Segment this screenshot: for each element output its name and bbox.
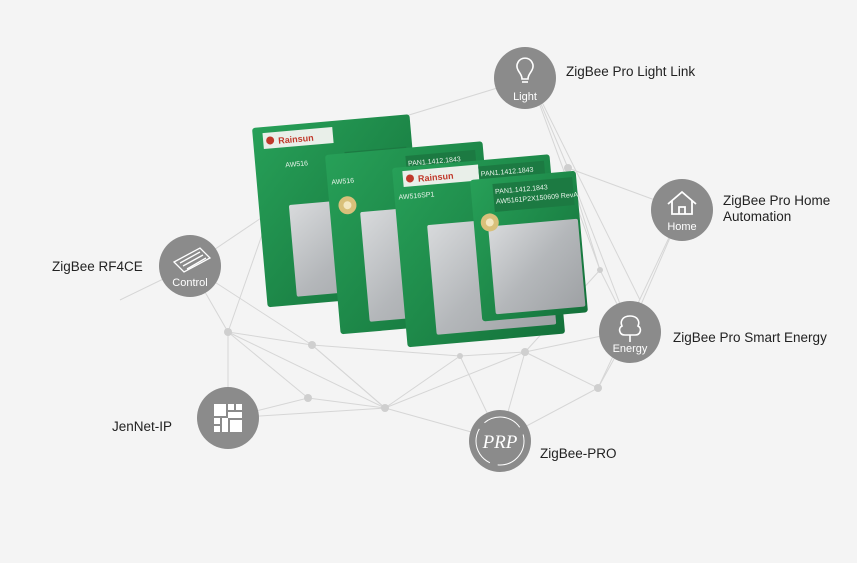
light-icon-label: Light bbox=[513, 91, 537, 103]
home-automation-caption-line1: ZigBee Pro Home bbox=[723, 193, 831, 208]
tree-icon bbox=[618, 315, 642, 342]
prp-logo: PRP bbox=[482, 432, 518, 453]
lightbulb-icon bbox=[516, 57, 534, 83]
light-link-caption: ZigBee Pro Light Link bbox=[566, 64, 696, 79]
jennet-ip-caption: JenNet-IP bbox=[112, 419, 173, 434]
module-stack: Rainsun PAN1.1412.1843 AW5161P2X150609 R… bbox=[252, 114, 588, 348]
brand-label: Rainsun bbox=[418, 171, 454, 184]
network-dots bbox=[224, 164, 603, 412]
part-label: PAN1.1412.1843 bbox=[481, 167, 534, 179]
part-short-label: AW516 bbox=[331, 178, 354, 187]
part-short-label: AW516 bbox=[285, 160, 308, 169]
home-automation-caption-line2: Automation bbox=[723, 209, 792, 224]
home-node: Home bbox=[651, 179, 713, 241]
part-label: PAN1.1412.1843 bbox=[495, 184, 548, 196]
brand-label: Rainsun bbox=[278, 133, 314, 146]
zigbee-pro-caption: ZigBee-PRO bbox=[540, 446, 617, 461]
home-automation-caption: ZigBee Pro Home Automation bbox=[723, 193, 830, 225]
house-icon bbox=[667, 190, 697, 215]
prp-node: PRP bbox=[469, 410, 531, 472]
control-icon-label: Control bbox=[172, 277, 207, 289]
home-icon-label: Home bbox=[667, 221, 696, 233]
energy-icon-label: Energy bbox=[613, 343, 648, 355]
jennet-node bbox=[197, 387, 259, 449]
smart-energy-caption: ZigBee Pro Smart Energy bbox=[673, 330, 827, 345]
circuit-grid-icon bbox=[214, 404, 242, 432]
rf4ce-caption: ZigBee RF4CE bbox=[52, 259, 143, 274]
module-4: PAN1.1412.1843 AW5161P2X150609 RevA bbox=[470, 171, 588, 322]
part-label: PAN1.1412.1843 bbox=[408, 156, 461, 168]
energy-node: Energy bbox=[599, 301, 661, 363]
keyboard-icon bbox=[172, 247, 212, 273]
light-node: Light bbox=[494, 47, 556, 109]
network-lines bbox=[119, 77, 683, 441]
control-node: Control bbox=[159, 235, 221, 297]
part-short-label: AW516SP1 bbox=[398, 191, 435, 201]
